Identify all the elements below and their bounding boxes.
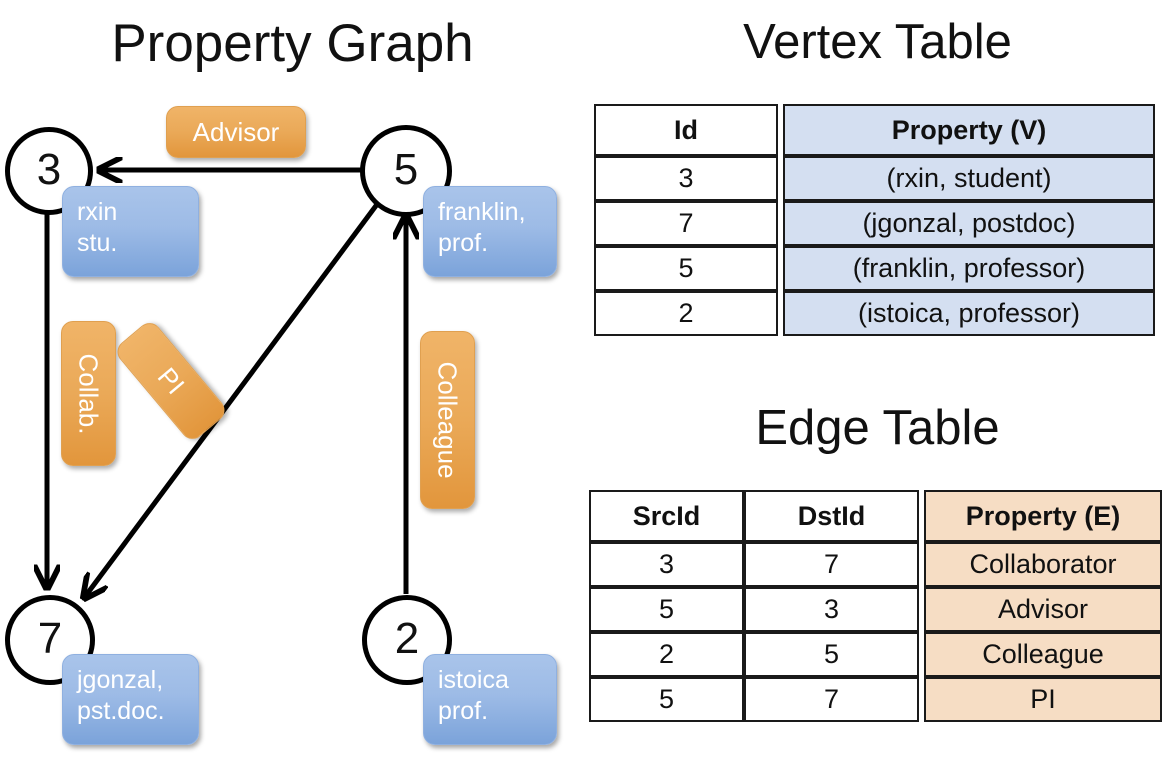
edge-table-cell-property: PI <box>924 677 1162 722</box>
table-row: 3 7 Collaborator <box>589 542 1162 587</box>
vertex-table-cell-id: 7 <box>594 201 778 246</box>
graph-node-5-label: 5 <box>393 145 419 194</box>
vertex-property-franklin-line2: prof. <box>438 229 489 257</box>
vertex-table-cell-property: (rxin, student) <box>783 156 1155 201</box>
graph-node-2-label: 2 <box>394 614 420 663</box>
vertex-table-cell-id: 2 <box>594 291 778 336</box>
vertex-property-callout-istoica: istoica prof. <box>423 654 557 745</box>
graph-node-3-label: 3 <box>36 145 62 194</box>
edge-label-callout-colleague: Colleague <box>420 331 475 509</box>
table-row: 3 (rxin, student) <box>594 156 1155 201</box>
table-row: 2 5 Colleague <box>589 632 1162 677</box>
edge-table-cell-property: Advisor <box>924 587 1162 632</box>
column-gap <box>919 677 924 722</box>
edge-table-cell-dstid: 3 <box>744 587 919 632</box>
vertex-table-header-property: Property (V) <box>783 104 1155 156</box>
table-row: 5 (franklin, professor) <box>594 246 1155 291</box>
vertex-property-callout-rxin: rxin stu. <box>62 186 199 277</box>
column-gap <box>919 542 924 587</box>
column-gap <box>778 291 783 336</box>
edge-table-cell-dstid: 7 <box>744 542 919 587</box>
vertex-property-istoica-line1: istoica <box>438 666 509 694</box>
edge-table-cell-srcid: 5 <box>589 677 744 722</box>
edge-table-cell-srcid: 3 <box>589 542 744 587</box>
edge-table-header-row: SrcId DstId Property (E) <box>589 490 1162 542</box>
edge-label-callout-advisor: Advisor <box>166 106 306 158</box>
graph-node-7-label: 7 <box>37 614 63 663</box>
edge-table-cell-dstid: 7 <box>744 677 919 722</box>
property-graph-panel: Property Graph 3 5 7 2 rxin stu. frankli… <box>0 0 585 760</box>
vertex-property-jgonzal-line2: pst.doc. <box>77 697 165 725</box>
table-row: 7 (jgonzal, postdoc) <box>594 201 1155 246</box>
vertex-property-rxin-line2: stu. <box>77 229 118 257</box>
column-gap <box>778 156 783 201</box>
vertex-table-title: Vertex Table <box>743 15 1012 69</box>
vertex-table: Id Property (V) 3 (rxin, student) 7 (jgo… <box>594 104 1155 336</box>
edge-table-cell-dstid: 5 <box>744 632 919 677</box>
edge-label-callout-collab: Collab. <box>61 321 116 466</box>
edge-table-header-dstid: DstId <box>744 490 919 542</box>
column-gap <box>919 490 924 542</box>
vertex-table-header-id: Id <box>594 104 778 156</box>
edge-table: SrcId DstId Property (E) 3 7 Collaborato… <box>589 490 1162 722</box>
vertex-property-franklin-line1: franklin, <box>438 198 526 226</box>
vertex-table-cell-property: (jgonzal, postdoc) <box>783 201 1155 246</box>
edge-table-cell-srcid: 2 <box>589 632 744 677</box>
vertex-property-callout-jgonzal: jgonzal, pst.doc. <box>62 654 199 745</box>
edge-table-cell-property: Colleague <box>924 632 1162 677</box>
vertex-table-cell-property: (franklin, professor) <box>783 246 1155 291</box>
edge-label-collab: Collab. <box>73 353 104 434</box>
vertex-table-cell-id: 3 <box>594 156 778 201</box>
table-row: 5 3 Advisor <box>589 587 1162 632</box>
vertex-property-callout-franklin: franklin, prof. <box>423 186 557 277</box>
edge-table-title: Edge Table <box>755 401 1000 455</box>
vertex-table-header-row: Id Property (V) <box>594 104 1155 156</box>
graph-node-2[interactable]: 2 <box>362 595 452 685</box>
edge-table-cell-property: Collaborator <box>924 542 1162 587</box>
vertex-table-cell-property: (istoica, professor) <box>783 291 1155 336</box>
edge-table-header-property: Property (E) <box>924 490 1162 542</box>
column-gap <box>778 246 783 291</box>
edge-label-pi: PI <box>151 361 191 401</box>
graph-edges-svg <box>0 0 585 760</box>
edge-table-cell-srcid: 5 <box>589 587 744 632</box>
edge-label-colleague: Colleague <box>432 361 463 479</box>
edge-label-advisor: Advisor <box>192 117 280 147</box>
vertex-table-cell-id: 5 <box>594 246 778 291</box>
property-graph-title: Property Graph <box>111 14 474 73</box>
column-gap <box>778 201 783 246</box>
column-gap <box>919 632 924 677</box>
vertex-property-istoica-line2: prof. <box>438 697 489 725</box>
edge-table-header-srcid: SrcId <box>589 490 744 542</box>
column-gap <box>919 587 924 632</box>
column-gap <box>778 104 783 156</box>
edge-5-to-7 <box>84 201 381 598</box>
table-row: 5 7 PI <box>589 677 1162 722</box>
table-row: 2 (istoica, professor) <box>594 291 1155 336</box>
vertex-property-jgonzal-line1: jgonzal, <box>77 666 164 694</box>
vertex-property-rxin-line1: rxin <box>77 198 118 226</box>
